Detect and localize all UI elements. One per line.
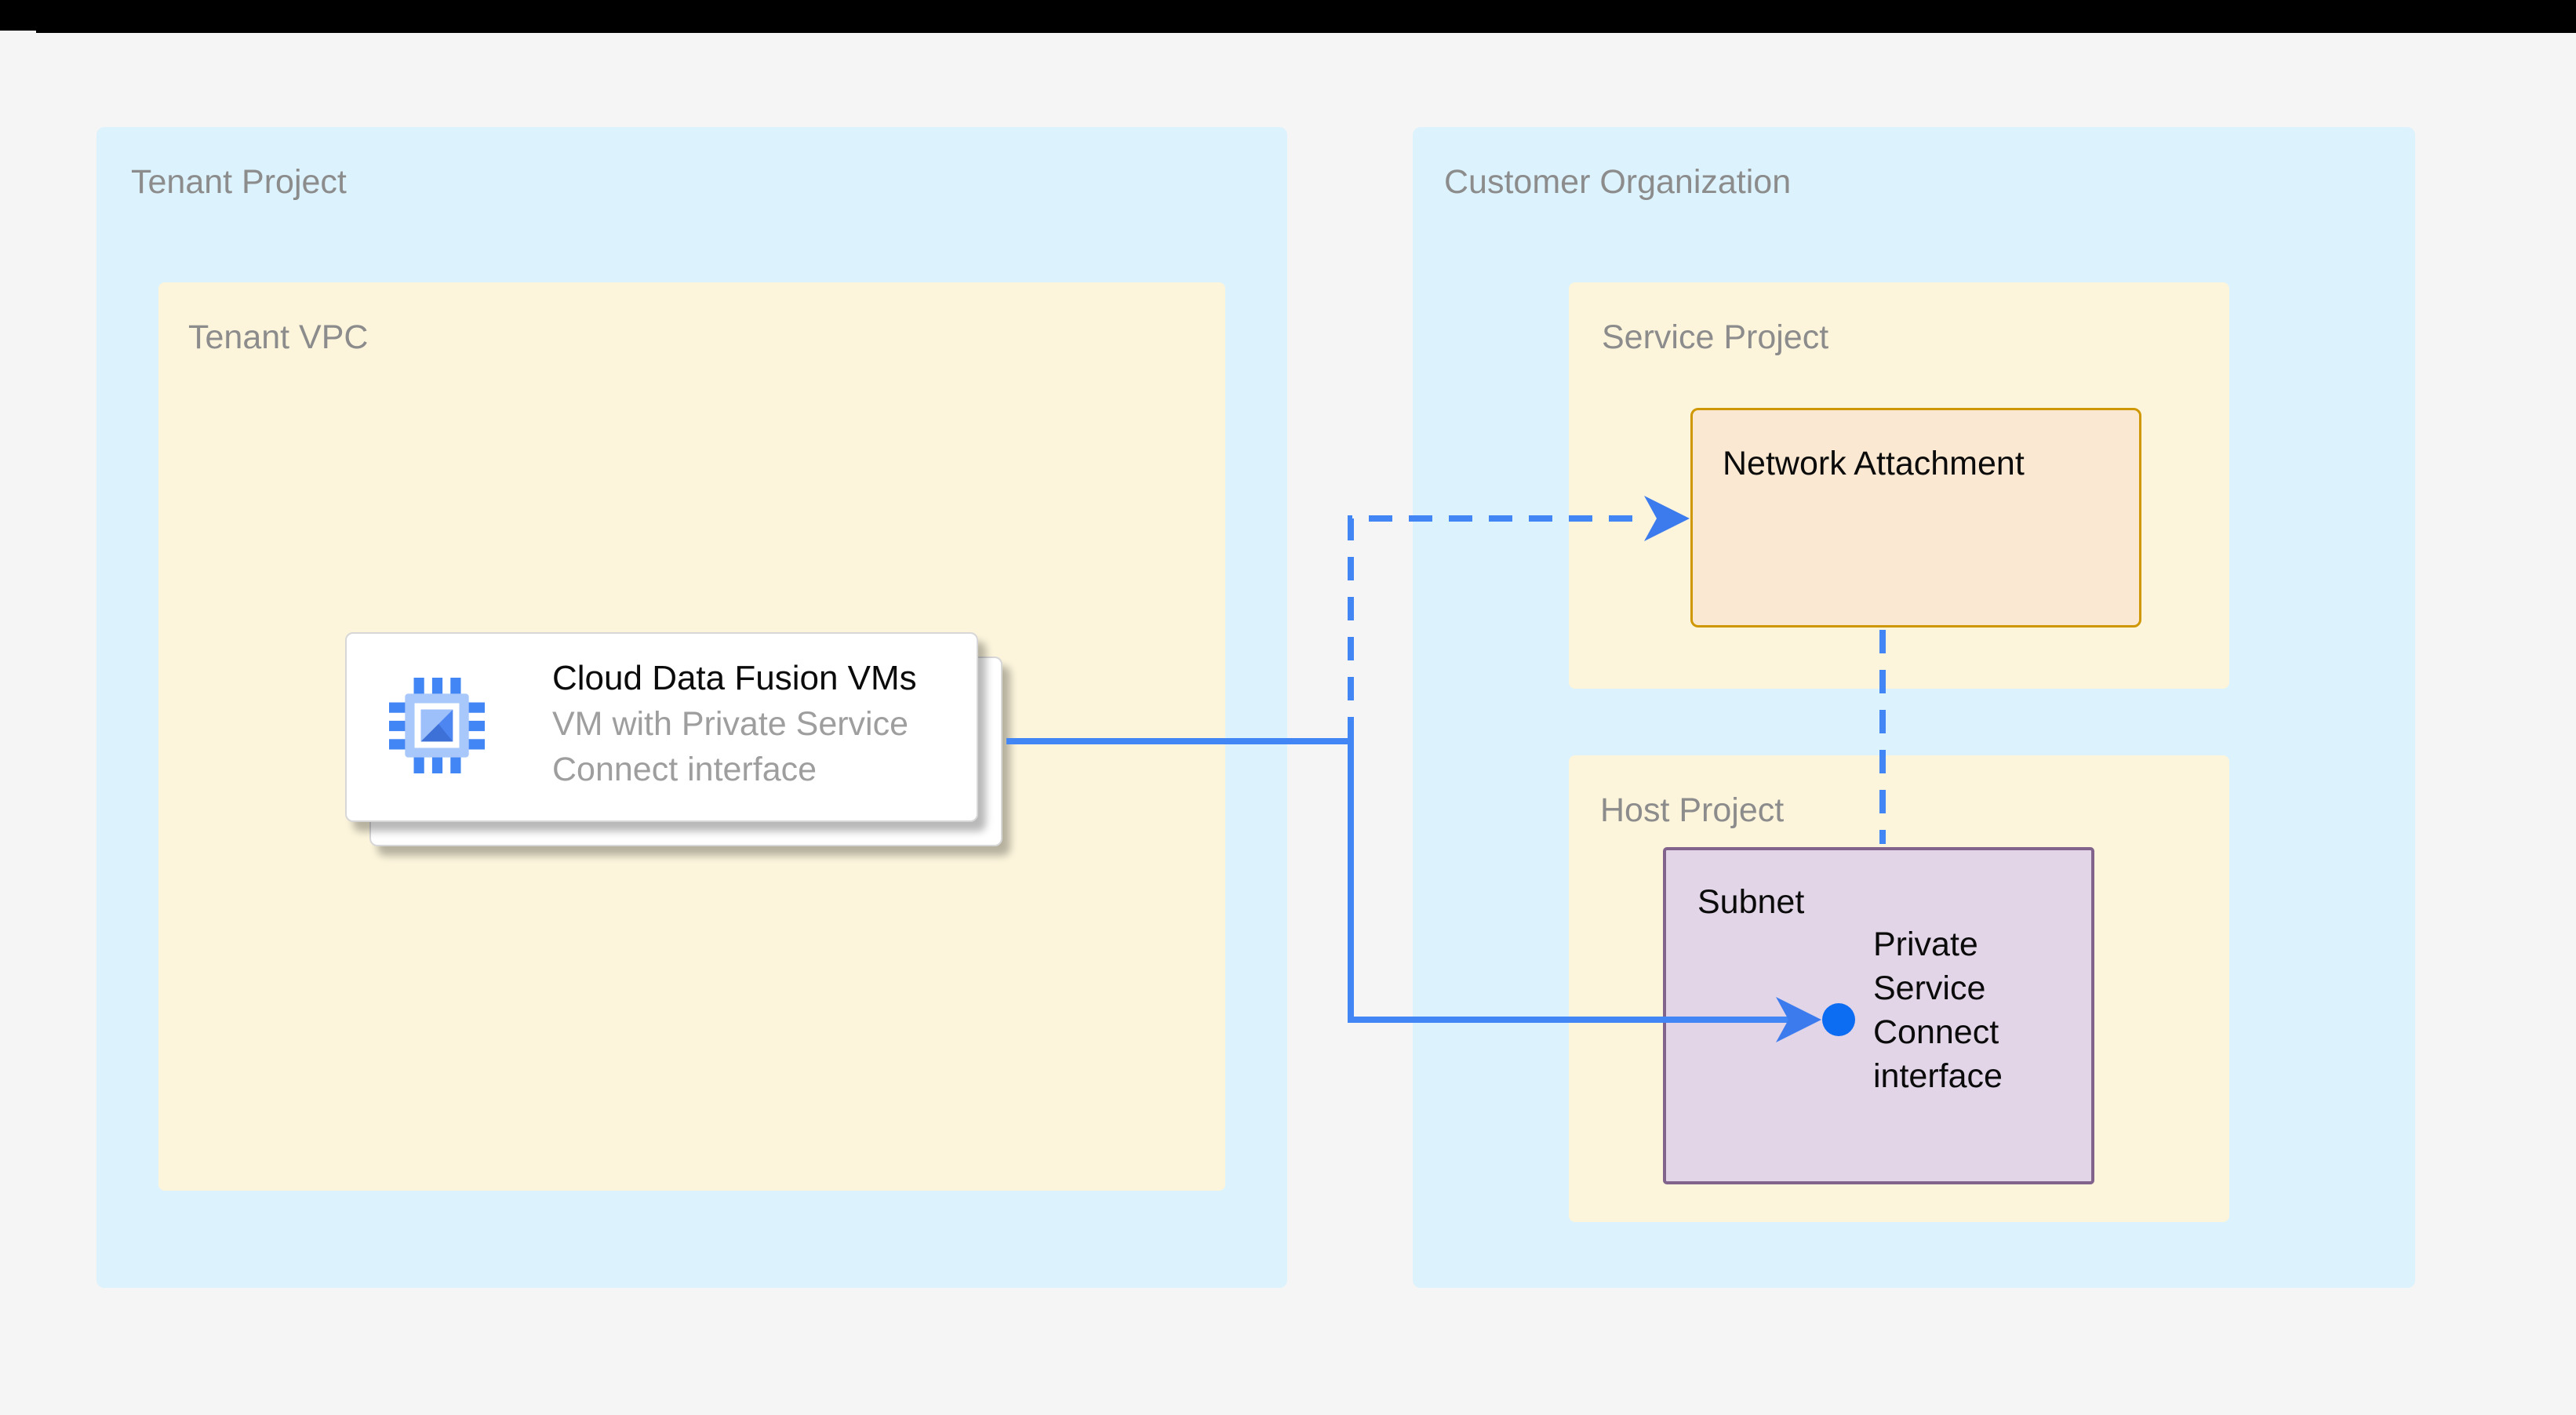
cpu-chip-icon (389, 678, 485, 773)
network-attachment-label: Network Attachment (1723, 445, 2025, 482)
host-project-label: Host Project (1600, 791, 1785, 829)
service-project-label: Service Project (1602, 318, 1829, 356)
vm-card: Cloud Data Fusion VMs VM with Private Se… (345, 632, 978, 822)
host-project-container: Host Project Subnet Private Service Conn… (1569, 755, 2229, 1222)
vm-card-text: Cloud Data Fusion VMs VM with Private Se… (552, 656, 933, 792)
top-black-bar (0, 0, 2576, 33)
subnet-label: Subnet (1697, 883, 1805, 921)
network-attachment-box: Network Attachment (1690, 408, 2141, 627)
customer-organization-container: Customer Organization Service Project Ne… (1413, 127, 2415, 1288)
psc-interface-label: Private Service Connect interface (1873, 926, 2003, 1095)
vm-card-title: Cloud Data Fusion VMs (552, 659, 917, 697)
tenant-vpc-label: Tenant VPC (188, 318, 369, 356)
tenant-vpc-container: Tenant VPC Cloud D (158, 282, 1225, 1191)
customer-organization-label: Customer Organization (1444, 163, 1792, 201)
vm-card-subtitle: VM with Private Service Connect interfac… (552, 705, 909, 788)
subnet-box: Subnet Private Service Connect interface (1663, 847, 2094, 1184)
service-project-container: Service Project Network Attachment (1569, 282, 2229, 689)
tenant-project-container: Tenant Project Tenant VPC (96, 127, 1287, 1288)
tenant-project-label: Tenant Project (131, 163, 347, 201)
top-bar-corner-notch (0, 31, 36, 33)
